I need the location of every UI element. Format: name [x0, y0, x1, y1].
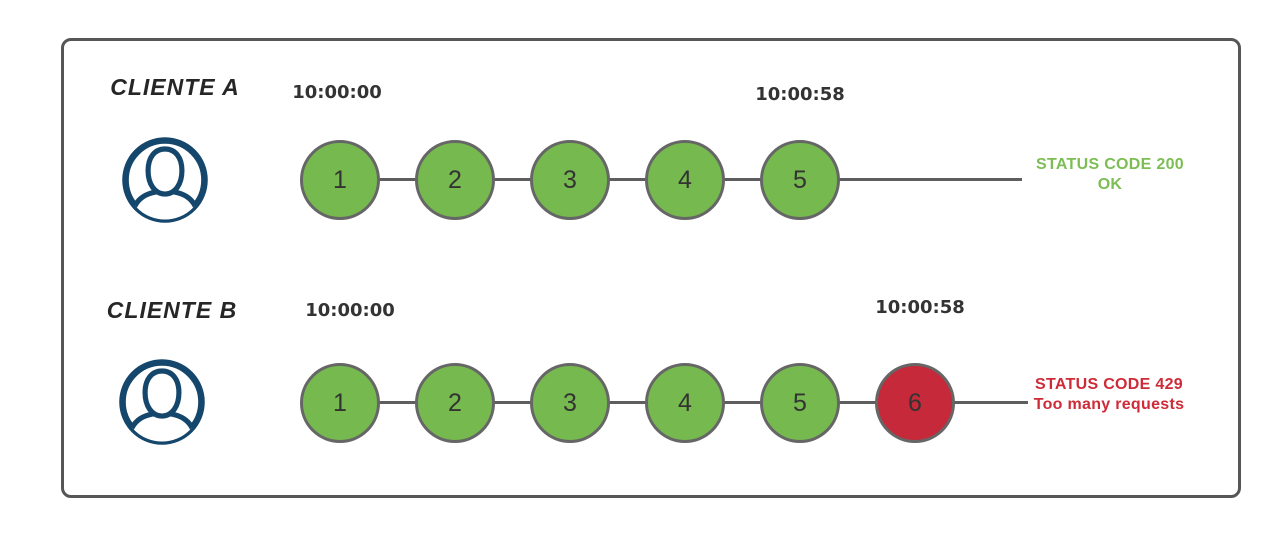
- client-a-label: CLIENTE A: [110, 74, 240, 100]
- request-circle-2: 2: [415, 140, 495, 220]
- client-b-status-code: STATUS CODE 429: [1035, 376, 1183, 393]
- request-circle-4: 4: [645, 363, 725, 443]
- request-circle-2: 2: [415, 363, 495, 443]
- client-a-status: STATUS CODE 200 OK: [1028, 155, 1192, 195]
- user-avatar-icon: [119, 359, 205, 445]
- client-b-status-message: Too many requests: [1033, 396, 1185, 413]
- client-a-status-code: STATUS CODE 200: [1036, 156, 1184, 173]
- request-circle-5: 5: [760, 363, 840, 443]
- request-circle-3: 3: [530, 363, 610, 443]
- client-b-label: CLIENTE B: [106, 297, 238, 323]
- client-b-start-time: 10:00:00: [305, 300, 395, 321]
- client-a-start-time: 10:00:00: [292, 82, 382, 103]
- client-a-status-message: OK: [1097, 176, 1123, 193]
- request-circle-6: 6: [875, 363, 955, 443]
- request-circle-4: 4: [645, 140, 725, 220]
- client-b-status: STATUS CODE 429 Too many requests: [1023, 375, 1195, 415]
- request-circle-1: 1: [300, 363, 380, 443]
- client-a-end-time: 10:00:58: [755, 84, 845, 105]
- request-circle-3: 3: [530, 140, 610, 220]
- request-circle-5: 5: [760, 140, 840, 220]
- request-circle-1: 1: [300, 140, 380, 220]
- user-avatar-icon: [122, 137, 208, 223]
- client-b-end-time: 10:00:58: [875, 297, 965, 318]
